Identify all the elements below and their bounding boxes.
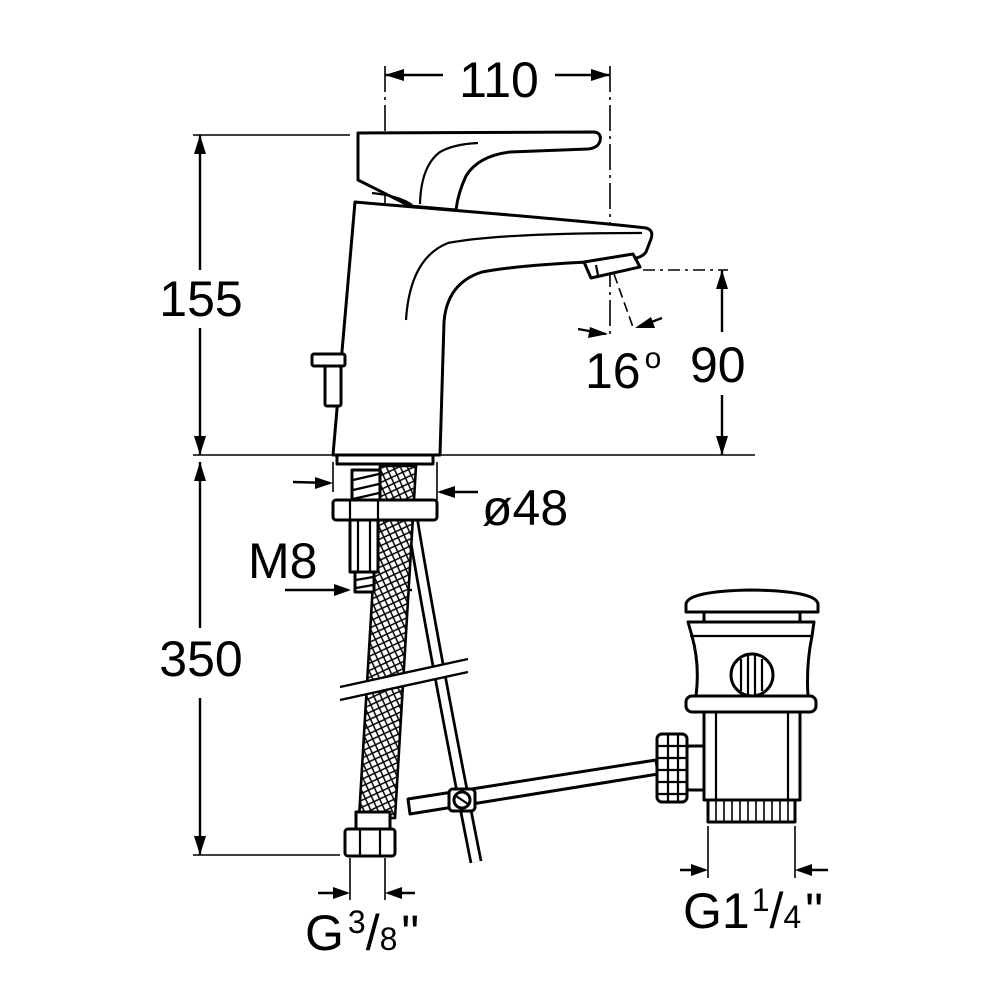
dimension-hose-length	[194, 462, 206, 855]
lever-contour-line	[418, 141, 479, 205]
arrow-down-icon	[716, 436, 728, 455]
arrow-left-icon	[437, 486, 455, 498]
pop-up-knob	[310, 352, 347, 408]
break-marks	[336, 657, 472, 702]
arrow-down-icon	[194, 436, 206, 455]
mounting-nut	[348, 518, 380, 574]
drain-thread-marks	[715, 801, 789, 821]
stud-thread-end	[353, 570, 376, 594]
mounting-hardware	[331, 468, 439, 594]
spout-contour-line	[404, 231, 643, 321]
arrow-left-icon	[795, 864, 812, 876]
base-ring	[335, 453, 435, 466]
stud-thread-label: M8	[248, 533, 317, 589]
total-height-label: 155	[159, 271, 242, 327]
hose-end-fitting	[343, 810, 397, 858]
drain-side-connector	[655, 732, 716, 804]
waste-thread-denominator: 4	[783, 899, 801, 935]
arrow-right-icon	[315, 477, 333, 489]
arrow-left-icon	[635, 317, 655, 328]
arrow-right-icon	[591, 69, 610, 81]
arrow-right-icon	[334, 584, 351, 596]
hose-thread-suffix: "	[401, 905, 419, 961]
lever-edge-line	[371, 191, 413, 206]
hose-nut	[343, 827, 397, 858]
width-label: 110	[459, 52, 539, 108]
dimension-hose-thread	[318, 887, 415, 899]
spout-height-label: 90	[690, 337, 746, 393]
mounting-washer	[331, 498, 439, 522]
arrow-up-icon	[194, 135, 206, 154]
connector-nut	[655, 732, 689, 804]
faucet-body-spout	[331, 200, 654, 457]
arrow-left-icon	[385, 69, 404, 81]
arrow-up-icon	[716, 270, 728, 289]
waste-thread-slash: /	[770, 883, 784, 939]
drain-overflow-hole	[729, 652, 775, 698]
lever-handle	[356, 130, 602, 212]
drain-thread	[706, 798, 797, 824]
hose-thread-denominator: 8	[380, 921, 398, 957]
diameter-label: ø48	[482, 480, 568, 536]
waste-thread-label: G11/4"	[683, 882, 823, 939]
dimension-diameter	[292, 477, 478, 498]
arrow-left-icon	[385, 887, 402, 899]
waste-thread-suffix: "	[805, 883, 823, 939]
hose-ferrule	[354, 810, 392, 832]
dimension-waste-thread	[680, 864, 828, 876]
braided-hose	[357, 464, 418, 820]
waste-drain	[655, 588, 820, 824]
arrow-up-icon	[194, 462, 206, 481]
waste-thread-prefix: G1	[683, 883, 750, 939]
waste-thread-numerator: 1	[752, 882, 770, 918]
drain-cap	[684, 588, 820, 614]
faucet	[310, 130, 654, 466]
arrow-right-icon	[588, 327, 608, 338]
dimension-angle	[577, 316, 663, 338]
hose-thread-numerator: 3	[348, 904, 366, 940]
drain-lower-body	[702, 710, 802, 802]
angle-line	[613, 273, 635, 331]
pop-up-rod	[406, 758, 660, 816]
angle-value: 16	[585, 343, 641, 399]
arrow-right-icon	[333, 887, 350, 899]
hose-length-label: 350	[159, 631, 242, 687]
arrow-right-icon	[691, 864, 708, 876]
hose-thread-slash: /	[366, 905, 380, 961]
arrow-down-icon	[194, 836, 206, 855]
drain-flange	[684, 694, 818, 714]
dimension-width	[385, 69, 610, 81]
dimension-spout-height	[716, 270, 728, 455]
angle-mark: o	[645, 342, 662, 375]
dimension-total-height	[194, 135, 206, 455]
hose-thread-prefix: G	[305, 905, 344, 961]
